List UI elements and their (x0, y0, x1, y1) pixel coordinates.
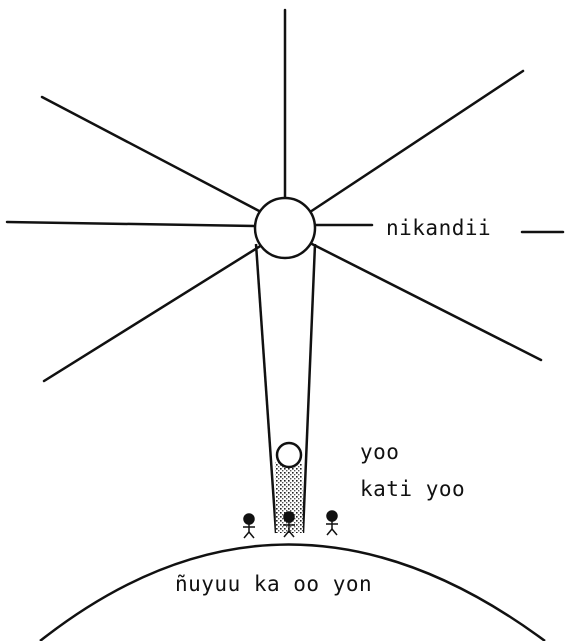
moon-disk (277, 443, 301, 467)
person-left (243, 514, 255, 538)
earth-label: ñuyuu ka oo yon (175, 572, 372, 596)
sun-ray-upper-right (310, 71, 523, 212)
sun-ray-lower-left (44, 245, 262, 381)
cone-left-edge (256, 244, 276, 533)
sun-ray-lower-right (312, 244, 541, 360)
person-center (283, 512, 295, 537)
sun-label: nikandii (386, 216, 491, 240)
moon-label-line1: yoo (360, 440, 399, 464)
sun-ray-left (7, 222, 256, 226)
sun-disk (255, 198, 315, 258)
sun-rays (7, 10, 563, 381)
moon-label-line2: kati yoo (360, 477, 465, 501)
person-right (326, 511, 338, 535)
sun-ray-upper-left (42, 97, 261, 212)
cone-right-edge (303, 244, 315, 533)
